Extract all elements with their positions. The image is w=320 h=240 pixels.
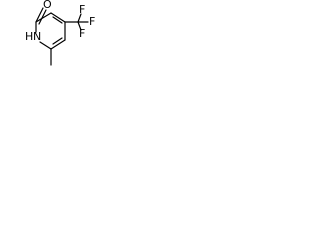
bond-cf3-f-bottom: [77, 21, 82, 31]
atom-fluorine-top: F: [79, 3, 85, 16]
bond-c2-o-double: [38, 9, 47, 25]
molecule-structure: O H N F F F: [25, 0, 95, 66]
bond-c5-c6-double: [52, 37, 63, 45]
atom-fluorine-bottom: F: [79, 27, 85, 40]
atom-nitrogen: N: [33, 30, 41, 43]
bond-c2-c3: [35, 12, 52, 23]
bond-c3-c4: [50, 12, 66, 23]
bond-cf3-f-top: [77, 13, 82, 23]
bond-c6-n1: [39, 41, 52, 50]
atom-oxygen: O: [43, 0, 52, 11]
atom-fluorine-right: F: [89, 15, 95, 28]
atom-nitrogen-hydrogen: H: [25, 30, 33, 43]
bond-c5-c6: [50, 39, 66, 50]
bond-c2-o: [35, 7, 44, 23]
bond-c3-c4-double: [52, 16, 63, 24]
